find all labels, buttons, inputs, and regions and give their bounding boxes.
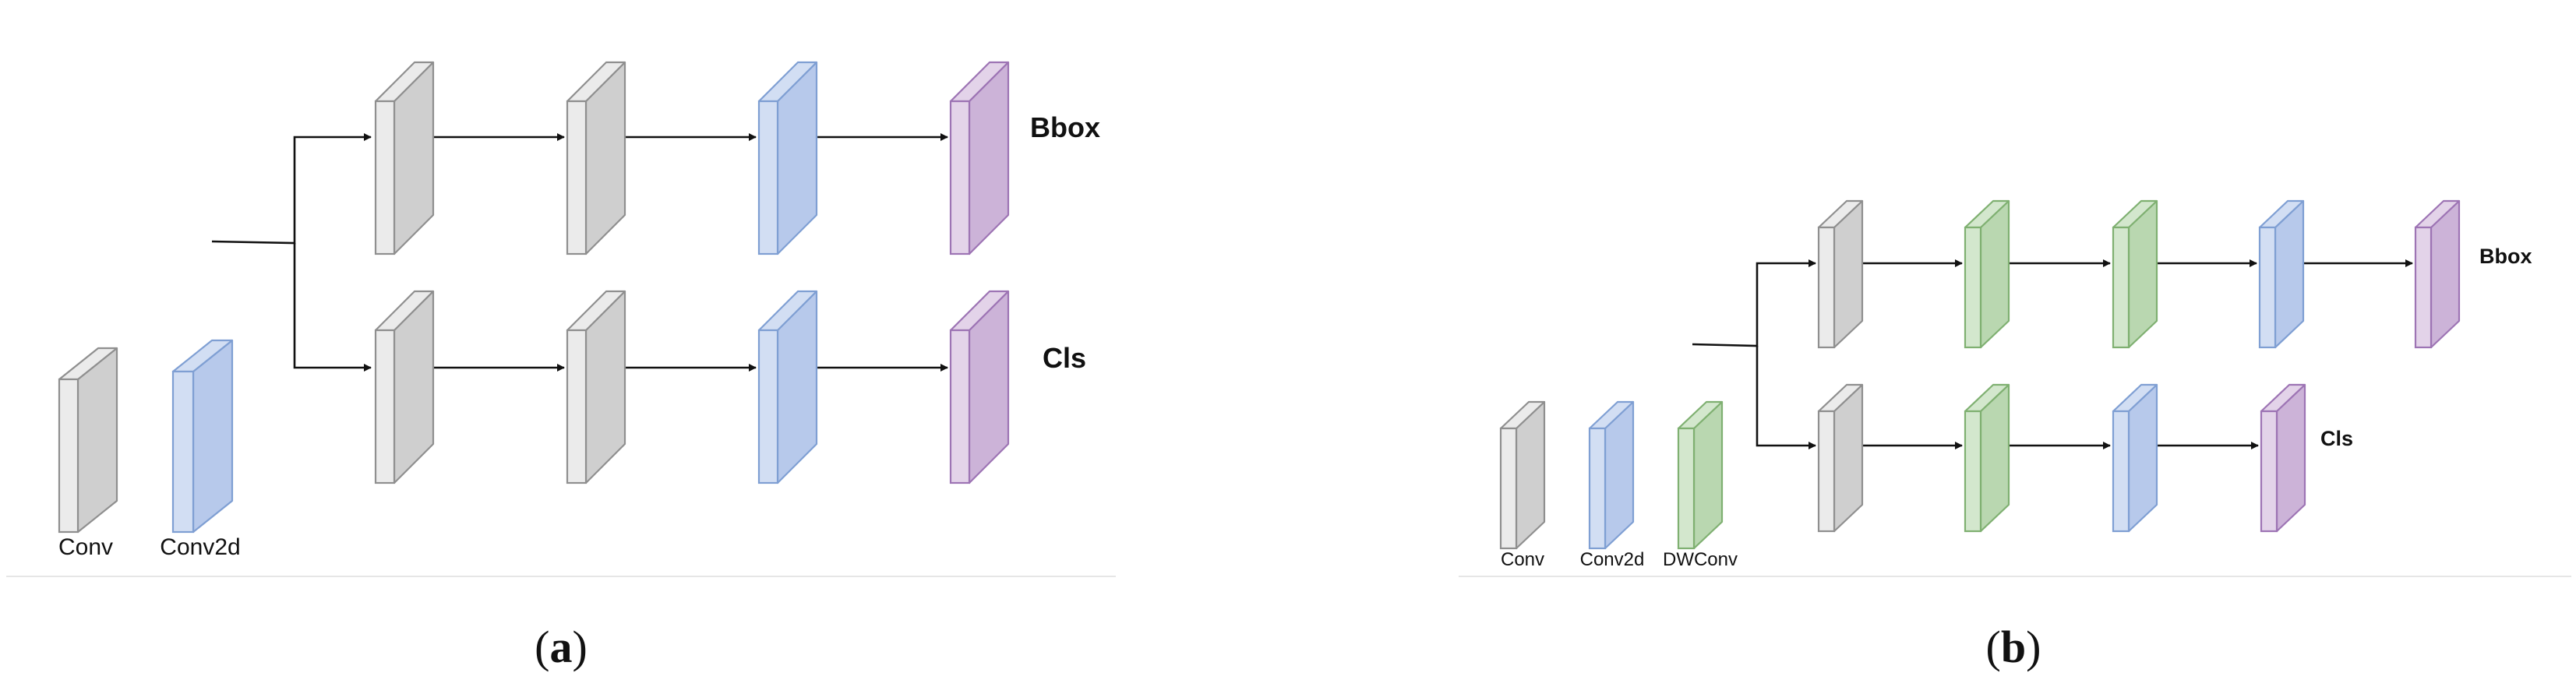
bbox-dwconv-block-1 [1964,199,2010,349]
bbox-conv-block-2 [566,61,626,255]
legend-conv-label: Conv [58,534,113,560]
legend-conv2d-label: Conv2d [1580,549,1645,570]
legend-conv-block [1499,400,1546,550]
split-connector [211,133,372,372]
cls-conv2d-block [2112,383,2158,533]
legend-dwconv-block [1677,400,1724,550]
legend-dwconv-label: DWConv [1663,549,1738,570]
cls-label: Cls [1043,342,1086,374]
bbox-conv2d-block [757,61,818,255]
branch-cls: Cls [1817,383,2353,533]
cls-conv-block-2 [566,290,626,484]
cls-head-block [2260,383,2306,533]
panel-a: Conv Conv2d Bbox Cls [6,61,1116,672]
panel-a-caption: (a) [535,622,588,672]
bbox-label: Bbox [2479,245,2532,268]
cls-conv-block [1817,383,1864,533]
cls-dwconv-block [1964,383,2010,533]
cls-head-block [949,290,1010,484]
branch-bbox: Bbox [1817,199,2532,349]
cls-conv-block-1 [374,290,435,484]
legend-conv2d-block [1588,400,1635,550]
legend-conv-block [58,347,118,534]
bbox-head-block [949,61,1010,255]
cls-label: Cls [2320,427,2353,450]
bbox-label: Bbox [1030,111,1100,143]
bbox-conv2d-block [2258,199,2305,349]
legend-conv2d-block [171,339,234,534]
panel-b-caption: (b) [1986,622,2041,672]
legend-conv2d-label: Conv2d [160,534,240,560]
cls-conv2d-block [757,290,818,484]
branch-bbox: Bbox [374,61,1100,255]
bbox-head-block [2414,199,2461,349]
bbox-conv-block [1817,199,1864,349]
legend-conv-label: Conv [1501,549,1544,570]
bbox-conv-block-1 [374,61,435,255]
panel-b: Conv Conv2d DWConv Bbox [1459,199,2571,672]
bbox-dwconv-block-2 [2112,199,2158,349]
split-connector [1692,259,1816,449]
branch-cls: Cls [374,290,1086,484]
